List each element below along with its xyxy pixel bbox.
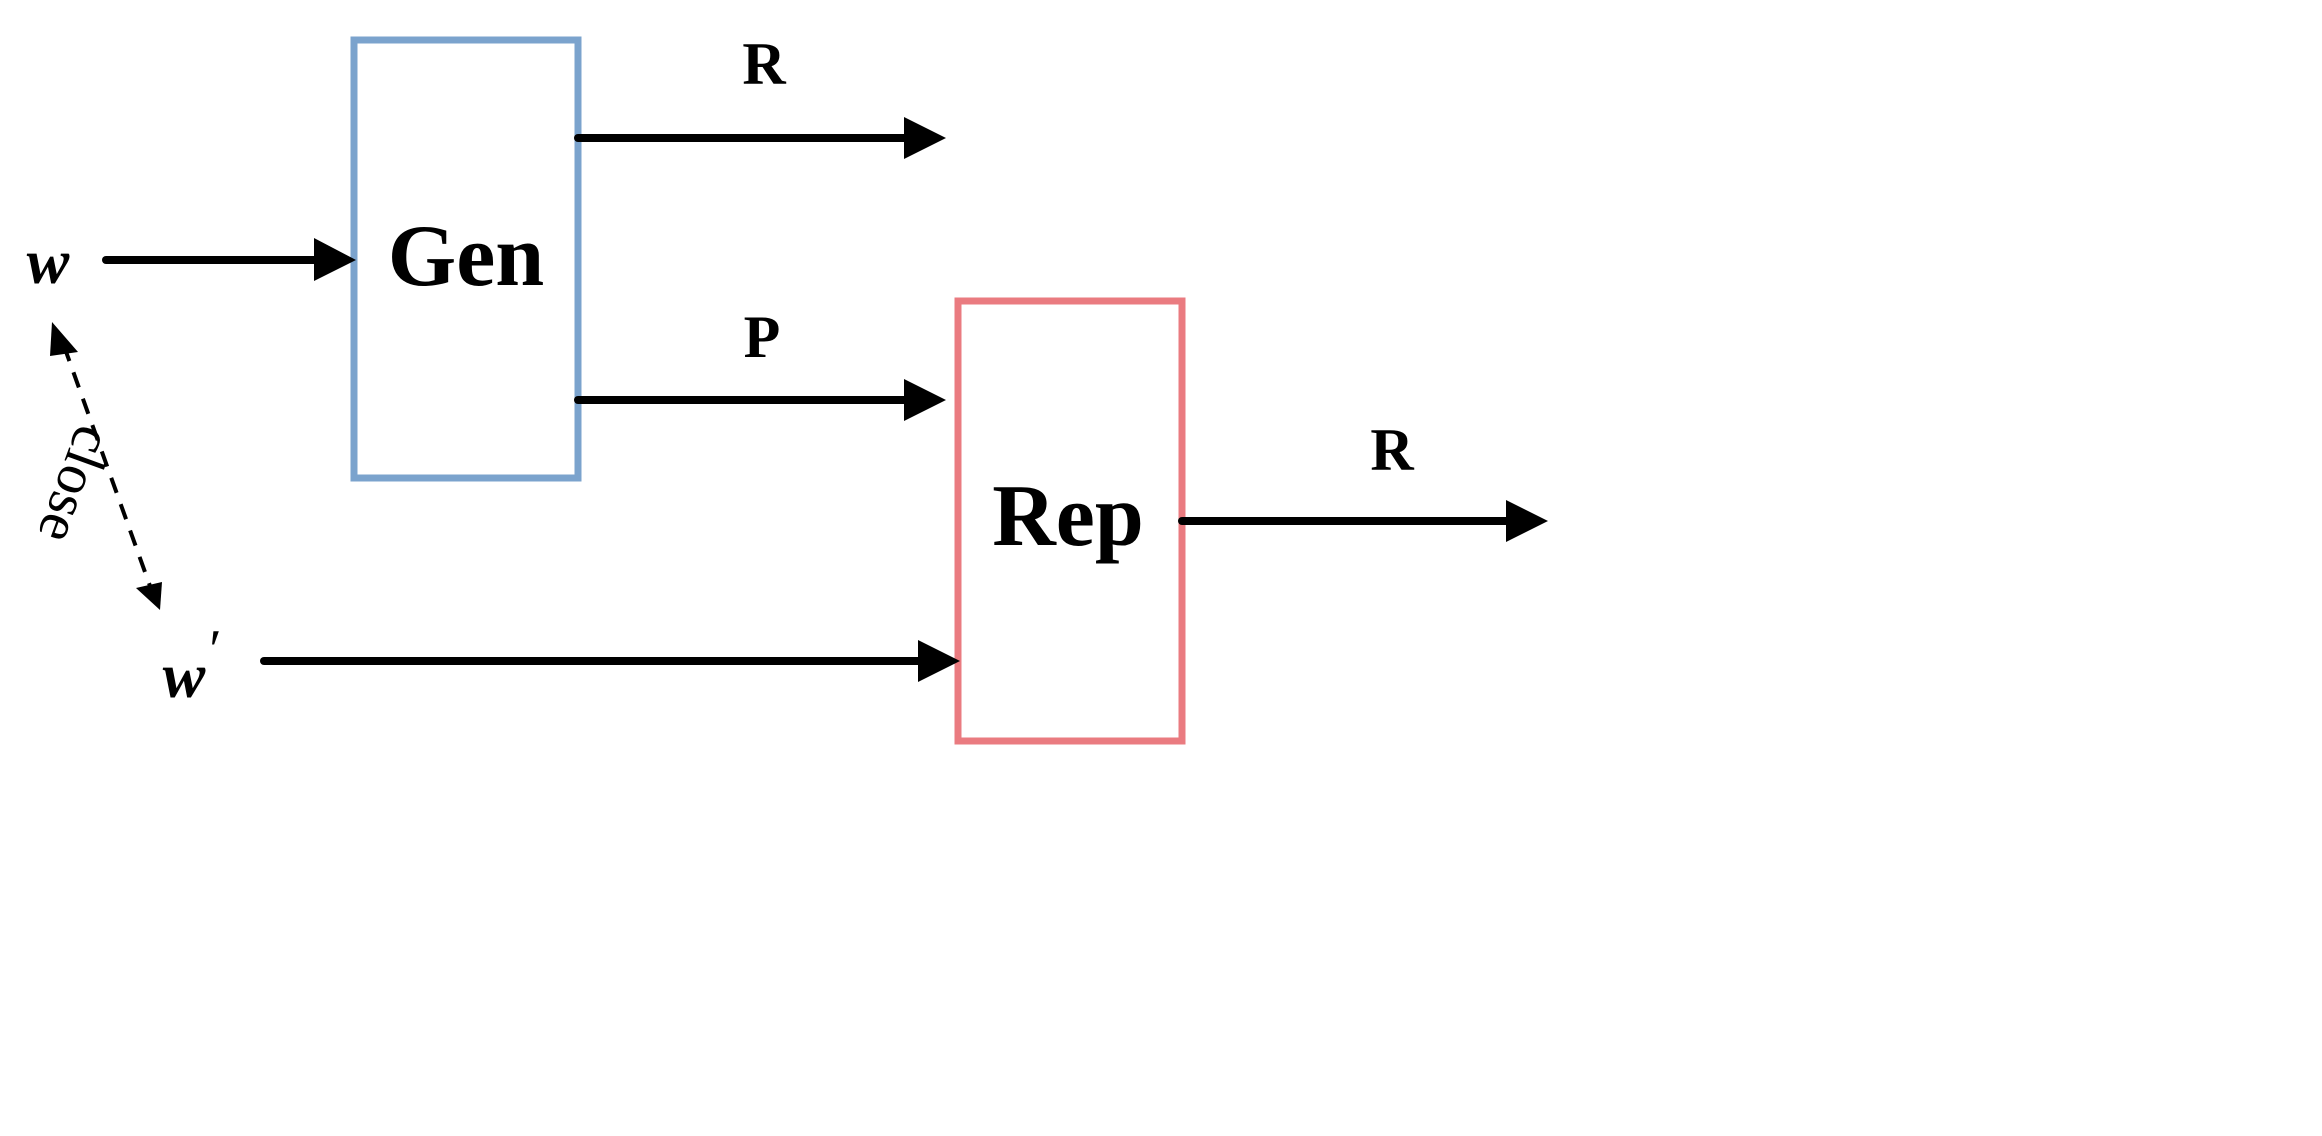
gen-box-label: Gen — [388, 208, 544, 305]
arrow-gen-to-output-r — [574, 117, 946, 159]
arrow-w-to-gen — [102, 238, 356, 281]
arrow-rep-to-output-r — [1178, 500, 1548, 542]
rep-box-label: Rep — [992, 468, 1144, 565]
gen-rep-diagram: Gen Rep w R P R w ′ close — [25, 31, 1548, 745]
edge-label-r-right: R — [1370, 417, 1414, 483]
dashed-arrow-close — [50, 322, 162, 610]
input-w-label: w — [27, 226, 70, 297]
input-w-prime-label: w — [163, 640, 206, 711]
edge-label-r-top: R — [742, 31, 786, 97]
arrow-w-prime-to-rep — [260, 640, 960, 682]
w-prime-mark: ′ — [206, 619, 219, 681]
arrow-gen-to-rep-p — [574, 379, 946, 421]
edge-label-p: P — [744, 304, 781, 370]
